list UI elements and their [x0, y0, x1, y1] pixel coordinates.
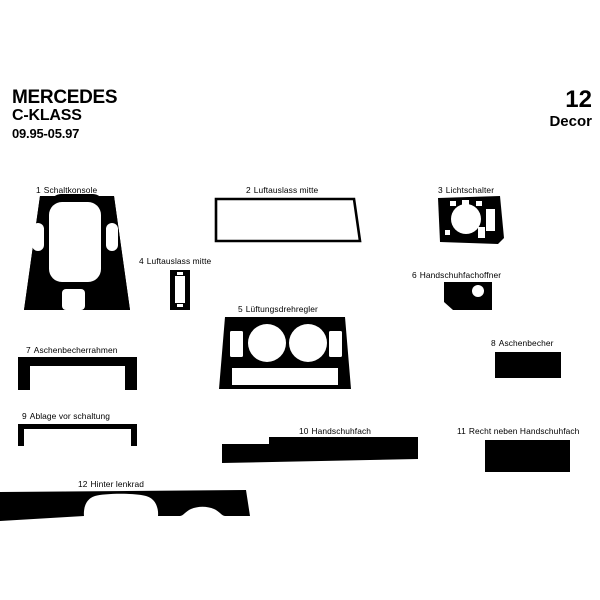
- part-shape-2-luftauslass-mitte: [214, 197, 362, 244]
- part-shape-4-luftauslass-mitte: [170, 270, 190, 310]
- part-number-3: 3: [438, 185, 443, 195]
- part-number-8: 8: [491, 338, 496, 348]
- part-name-11: Recht neben Handschuhfach: [468, 426, 580, 436]
- part-name-1: Schaltkonsole: [43, 185, 98, 195]
- part-number-5: 5: [238, 304, 243, 314]
- part-shape-7-aschenbecherrahmen: [18, 357, 137, 390]
- part-number-10: 10: [299, 426, 309, 436]
- piece-count-word: Decor: [549, 113, 592, 130]
- part-shape-8-aschenbecher: [495, 352, 561, 378]
- part-number-4: 4: [139, 256, 144, 266]
- vehicle-model: C-KLASS: [12, 107, 82, 125]
- part-number-6: 6: [412, 270, 417, 280]
- part-name-7: Aschenbecherrahmen: [33, 345, 118, 355]
- part-name-8: Aschenbecher: [498, 338, 554, 348]
- part-name-5: Lüftungsdrehregler: [245, 304, 318, 314]
- part-shape-1-schaltkonsole: [18, 194, 130, 310]
- part-shape-12-hinter-lenkrad: [0, 490, 250, 523]
- part-name-2: Luftauslass mitte: [253, 185, 319, 195]
- part-shape-10-handschuhfach: [222, 437, 418, 463]
- part-shape-6-handschuhfachoffner: [444, 282, 492, 310]
- part-name-10: Handschuhfach: [311, 426, 372, 436]
- part-number-9: 9: [22, 411, 27, 421]
- brand-block: MERCEDES C-KLASS 09.95-05.97: [12, 87, 118, 141]
- part-number-12: 12: [78, 479, 88, 489]
- part-name-3: Lichtschalter: [445, 185, 495, 195]
- part-number-7: 7: [26, 345, 31, 355]
- part-shape-3-lichtschalter: [438, 196, 506, 244]
- part-number-2: 2: [246, 185, 251, 195]
- part-name-4: Luftauslass mitte: [146, 256, 212, 266]
- piece-count-block: 12 Decor: [549, 86, 592, 130]
- part-number-1: 1: [36, 185, 41, 195]
- part-name-12: Hinter lenkrad: [90, 479, 145, 489]
- vehicle-year-range: 09.95-05.97: [12, 125, 80, 141]
- part-name-9: Ablage vor schaltung: [29, 411, 110, 421]
- piece-count-number: 12: [565, 86, 592, 113]
- part-name-6: Handschuhfachoffner: [419, 270, 502, 280]
- part-shape-5-lueftungsdrehregler: [219, 317, 351, 389]
- part-number-11: 11: [457, 426, 466, 436]
- part-shape-11-recht-neben-handschuhfach: [485, 440, 570, 472]
- vehicle-make: MERCEDES: [12, 87, 118, 108]
- part-shape-9-ablage-vor-schaltung: [18, 424, 137, 446]
